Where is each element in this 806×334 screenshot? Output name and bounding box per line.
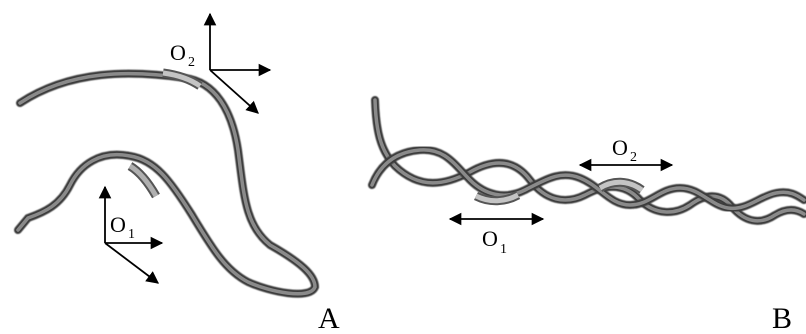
panel-a-segment-o1	[127, 162, 160, 199]
panel-b: O 2 O 1 B	[368, 96, 806, 334]
panel-a: O 2 O 1 A	[14, 12, 340, 334]
panel-b-chain-strand-2	[368, 145, 806, 213]
panel-a-chain-outer	[14, 69, 320, 298]
axis-diagonal-icon	[104, 242, 160, 284]
panel-b-marker-2-letter: O	[612, 135, 628, 160]
panel-a-marker-2-index: 2	[188, 55, 195, 70]
panel-a-segment-o2	[162, 68, 203, 90]
panel-a-marker-1-letter: O	[110, 212, 126, 237]
panel-a-marker-2-letter: O	[170, 40, 186, 65]
panel-b-marker-1-letter: O	[482, 226, 498, 251]
panel-b-segment-o1	[473, 190, 521, 206]
panel-b-marker-2-index: 2	[630, 150, 637, 165]
panel-b-segment-o2	[597, 177, 645, 194]
panel-b-marker-1-index: 1	[500, 242, 507, 257]
panel-a-axes-o2	[203, 12, 272, 114]
panel-b-chain-strand-1	[371, 96, 806, 225]
panel-a-marker-1-index: 1	[128, 227, 135, 242]
panel-b-label: B	[772, 302, 792, 334]
axis-diagonal-icon	[209, 69, 259, 114]
panel-a-axes-o1	[98, 185, 164, 284]
panel-a-label: A	[318, 302, 340, 334]
